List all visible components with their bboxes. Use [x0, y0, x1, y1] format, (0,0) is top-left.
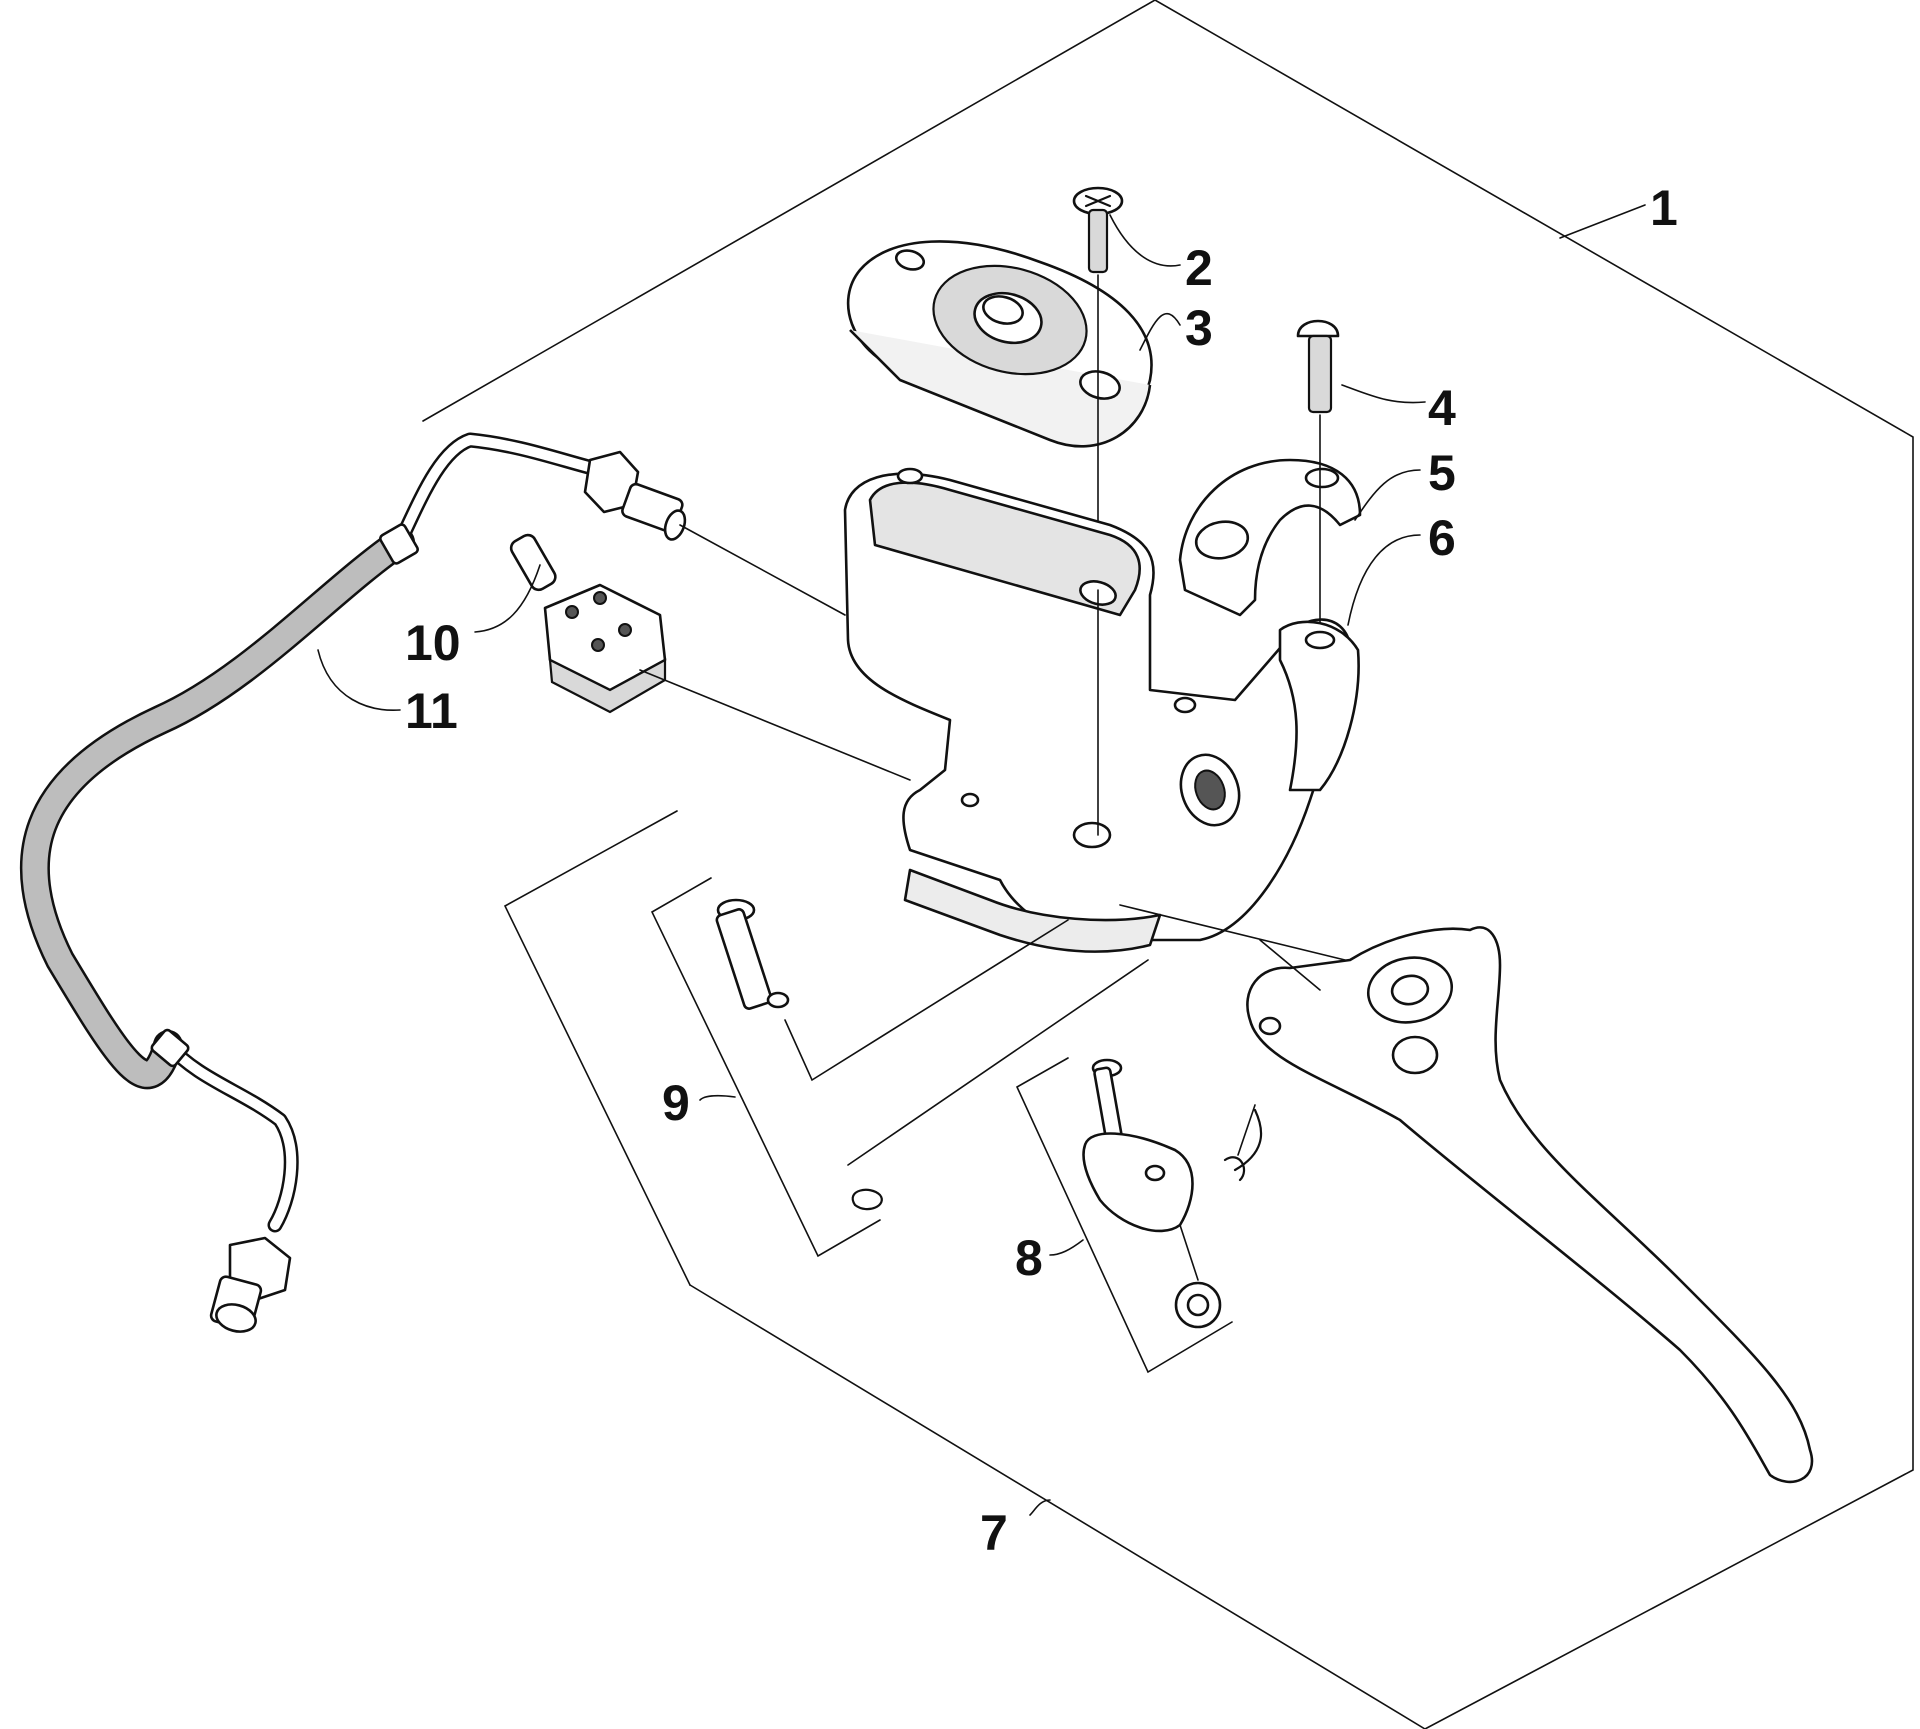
brake-light-switch [509, 533, 667, 714]
connection-lines [639, 524, 1346, 961]
callout-2: 2 [1185, 240, 1213, 296]
callout-1: 1 [1650, 180, 1678, 236]
callout-10: 10 [405, 615, 461, 671]
callout-3: 3 [1185, 300, 1213, 356]
pivot-pin [715, 898, 1149, 1211]
callout-7: 7 [980, 1505, 1008, 1561]
lever-assembly-bracket [503, 810, 691, 1286]
callout-labels: 1 2 3 4 5 6 7 8 9 10 11 [405, 180, 1678, 1561]
reservoir-cap [846, 240, 1153, 448]
clamp-screw [1296, 319, 1340, 641]
callout-6: 6 [1428, 510, 1456, 566]
pivot-assembly [1082, 1058, 1263, 1329]
brake-hose [19, 432, 687, 1333]
callout-11: 11 [405, 683, 458, 739]
callout-8: 8 [1015, 1230, 1043, 1286]
leader-lines [317, 204, 1646, 1516]
brake-lever [1246, 926, 1814, 1484]
cap-screw [1072, 186, 1124, 591]
pivot-kit-bracket [1015, 1057, 1233, 1374]
callout-5: 5 [1428, 445, 1456, 501]
assembly-outline [422, 0, 1914, 1729]
pin-kit-bracket [650, 877, 881, 1258]
handlebar-clamp [1178, 458, 1362, 617]
callout-9: 9 [662, 1075, 690, 1131]
clamp-base [1278, 620, 1360, 792]
callout-4: 4 [1428, 380, 1456, 436]
master-cylinder-body [843, 467, 1354, 953]
